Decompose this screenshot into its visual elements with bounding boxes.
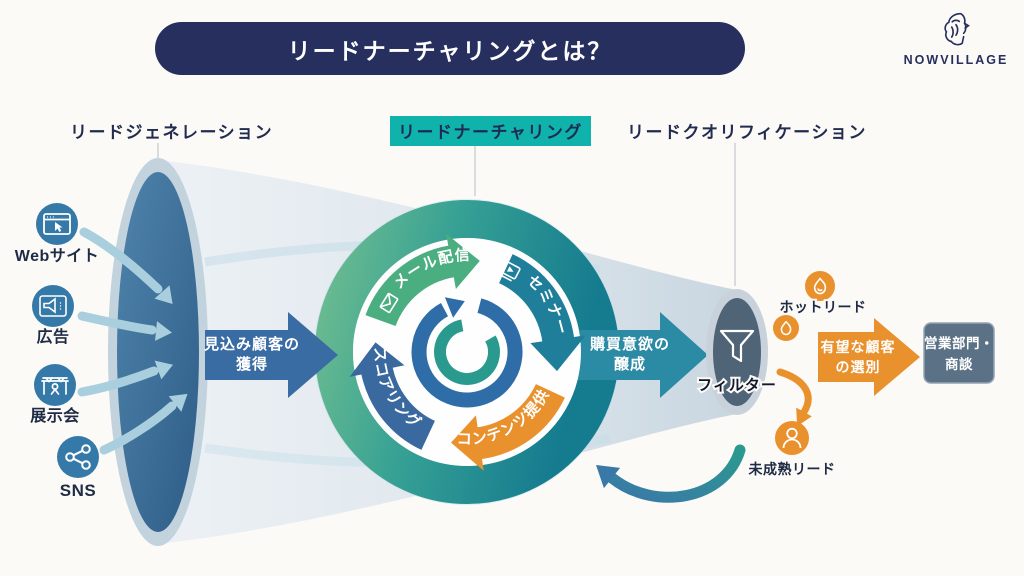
source-label-ads: 広告 [36,327,69,346]
source-label-website: Webサイト [15,247,100,265]
funnel-icon [719,329,755,363]
cultivate-label-line2: 醸成 [614,355,646,373]
flame-icon [813,277,827,295]
flame-icon [780,320,792,336]
funnel-tube [706,289,768,415]
sales-label-line1: 営業部門・ [924,335,994,351]
source-website: Webサイト [15,203,100,265]
cycle-arc-content [451,384,565,471]
source-sns: SNS [57,436,99,500]
select-arrow: 有望な顧客 の選別 [818,318,920,396]
brand-logo: NOWVILLAGE [898,8,1014,67]
megaphone-icon [39,295,67,317]
section-label-lead-generation: リードジェネレーション [70,123,274,142]
cultivate-arrow: 購買意欲の 醸成 [578,312,708,398]
return-arrow [596,444,746,503]
acquire-label-line2: 獲得 [236,355,268,373]
cycle-arc-scoring [349,342,435,450]
share-icon [65,444,91,470]
cycle-arc-email [365,233,480,326]
browser-icon [43,213,71,235]
presentation-icon [500,260,521,282]
sales-label-line2: 商談 [945,356,973,372]
immature-drop-arrow [776,368,812,427]
source-exhibition: 展示会 [30,364,80,425]
select-label-line1: 有望な顧客 [821,339,896,355]
immature-lead: 未成熟リード [747,421,837,479]
section-label-lead-qualification: リードクオリフィケーション [627,123,867,142]
page-title: リードナーチャリングとは？ [287,37,613,64]
acquire-label-line1: 見込み顧客の [203,335,300,353]
source-label-exhibition: 展示会 [30,406,80,425]
cultivate-label-line1: 購買意欲の [589,335,670,353]
cycle-arc-seminar [499,254,586,372]
acquire-arrow: 見込み顧客の 獲得 [203,312,338,398]
entry-arrows [77,227,188,455]
immature-lead-label: 未成熟リード [749,461,836,477]
envelope-icon [379,292,399,314]
hot-lead: ホットリード [773,271,868,341]
hot-lead-label: ホットリード [780,299,867,315]
source-label-sns: SNS [60,481,96,500]
select-label-line2: の選別 [836,359,881,375]
lion-icon [944,12,970,46]
funnel-mouth [108,158,208,546]
cycle-center-arrows [411,297,523,408]
person-icon [782,427,802,449]
filter-label: フィルター [697,377,777,394]
brand-name: NOWVILLAGE [903,53,1009,67]
title-banner: リードナーチャリングとは？ [155,22,745,75]
exhibition-booth-icon [41,377,69,395]
sales-box: 営業部門・ 商談 [923,322,995,384]
section-label-lead-nurturing: リードナーチャリング [390,116,591,146]
source-ads: 広告 [32,285,74,346]
